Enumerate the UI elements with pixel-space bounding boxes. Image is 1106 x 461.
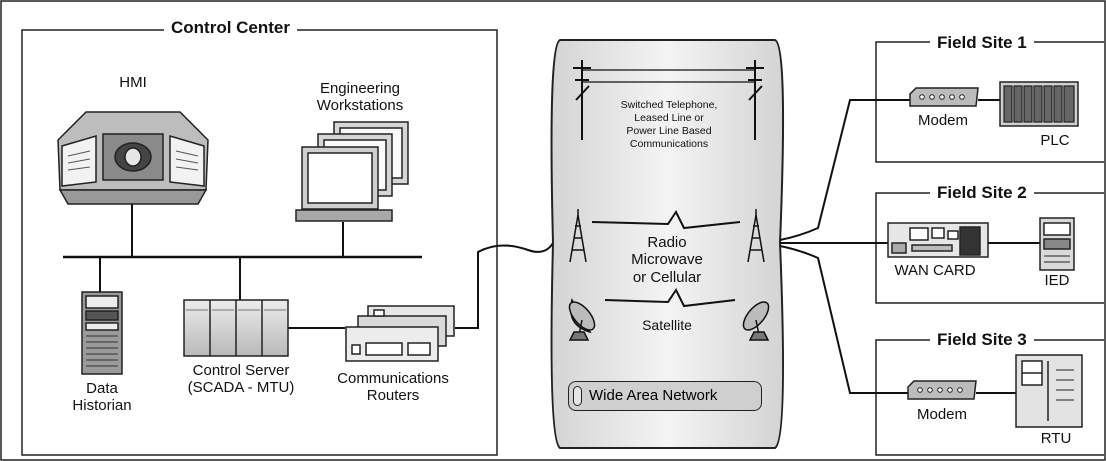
data-historian-label-line2: Historian	[72, 397, 132, 415]
radio-towers-icon	[569, 209, 765, 263]
field-site-3-title: Field Site 3	[930, 330, 1034, 350]
routers-icon	[345, 305, 455, 362]
rtu-icon	[1015, 354, 1083, 428]
satellite-dishes-icon	[568, 288, 770, 341]
wan-cloud	[550, 39, 785, 449]
plc-icon	[999, 81, 1079, 127]
control-server-label-line1: Control Server	[192, 362, 290, 379]
telephone-poles-icon	[573, 60, 764, 140]
modem-site1-icon	[909, 87, 979, 107]
telephone-label-line3: Power Line Based	[626, 125, 712, 138]
routers-label-line1: Communications	[337, 370, 449, 387]
telephone-label: Switched Telephone, Leased Line or Power…	[621, 99, 718, 152]
control-server-label: Control Server (SCADA - MTU)	[188, 362, 295, 397]
routers-label: Communications Routers	[337, 370, 449, 405]
field-site-1-title: Field Site 1	[930, 33, 1034, 53]
ied-label: IED	[1044, 272, 1070, 289]
wan-card-label: WAN CARD	[894, 262, 976, 279]
control-center-title: Control Center	[164, 18, 297, 38]
ied-icon	[1039, 217, 1075, 271]
router-wan-link	[455, 242, 554, 329]
wide-area-network-badge: Wide Area Network	[568, 381, 762, 411]
wan-site3-link	[779, 245, 908, 394]
radio-label: Radio Microwave or Cellular	[631, 234, 703, 286]
data-historian-label-line1: Data	[86, 380, 118, 397]
data-historian-label: Data Historian	[72, 380, 131, 415]
control-server-label-line2: (SCADA - MTU)	[187, 379, 295, 397]
telephone-label-line4: Communications	[629, 138, 709, 151]
radio-label-line1: Radio	[647, 234, 687, 251]
data-historian-icon	[81, 291, 123, 375]
wan-pill-cap	[573, 386, 582, 406]
hmi-console-icon	[57, 111, 209, 205]
plc-label: PLC	[1040, 132, 1070, 149]
satellite-label: Satellite	[642, 317, 692, 333]
control-server-icon	[183, 299, 289, 357]
hmi-label: HMI	[119, 74, 147, 91]
telephone-label-line1: Switched Telephone,	[620, 99, 718, 111]
wan-site1-link	[779, 99, 910, 241]
workstations-icon	[295, 121, 409, 222]
modem-site3-icon	[907, 380, 977, 400]
wan-card-icon	[887, 222, 989, 258]
routers-label-line2: Routers	[366, 387, 420, 405]
engineering-label-line2: Workstations	[316, 97, 404, 115]
field-site-2-title: Field Site 2	[930, 183, 1034, 203]
rtu-label: RTU	[1040, 430, 1072, 447]
modem-site3-label: Modem	[916, 406, 968, 423]
radio-label-line2: Microwave	[631, 251, 703, 269]
telephone-label-line2: Leased Line or	[634, 112, 704, 125]
radio-label-line3: or Cellular	[632, 268, 702, 286]
engineering-label-line1: Engineering	[319, 80, 401, 97]
wide-area-network-label: Wide Area Network	[589, 387, 718, 404]
engineering-workstations-label: Engineering Workstations	[317, 80, 403, 115]
modem-site1-label: Modem	[917, 112, 969, 129]
